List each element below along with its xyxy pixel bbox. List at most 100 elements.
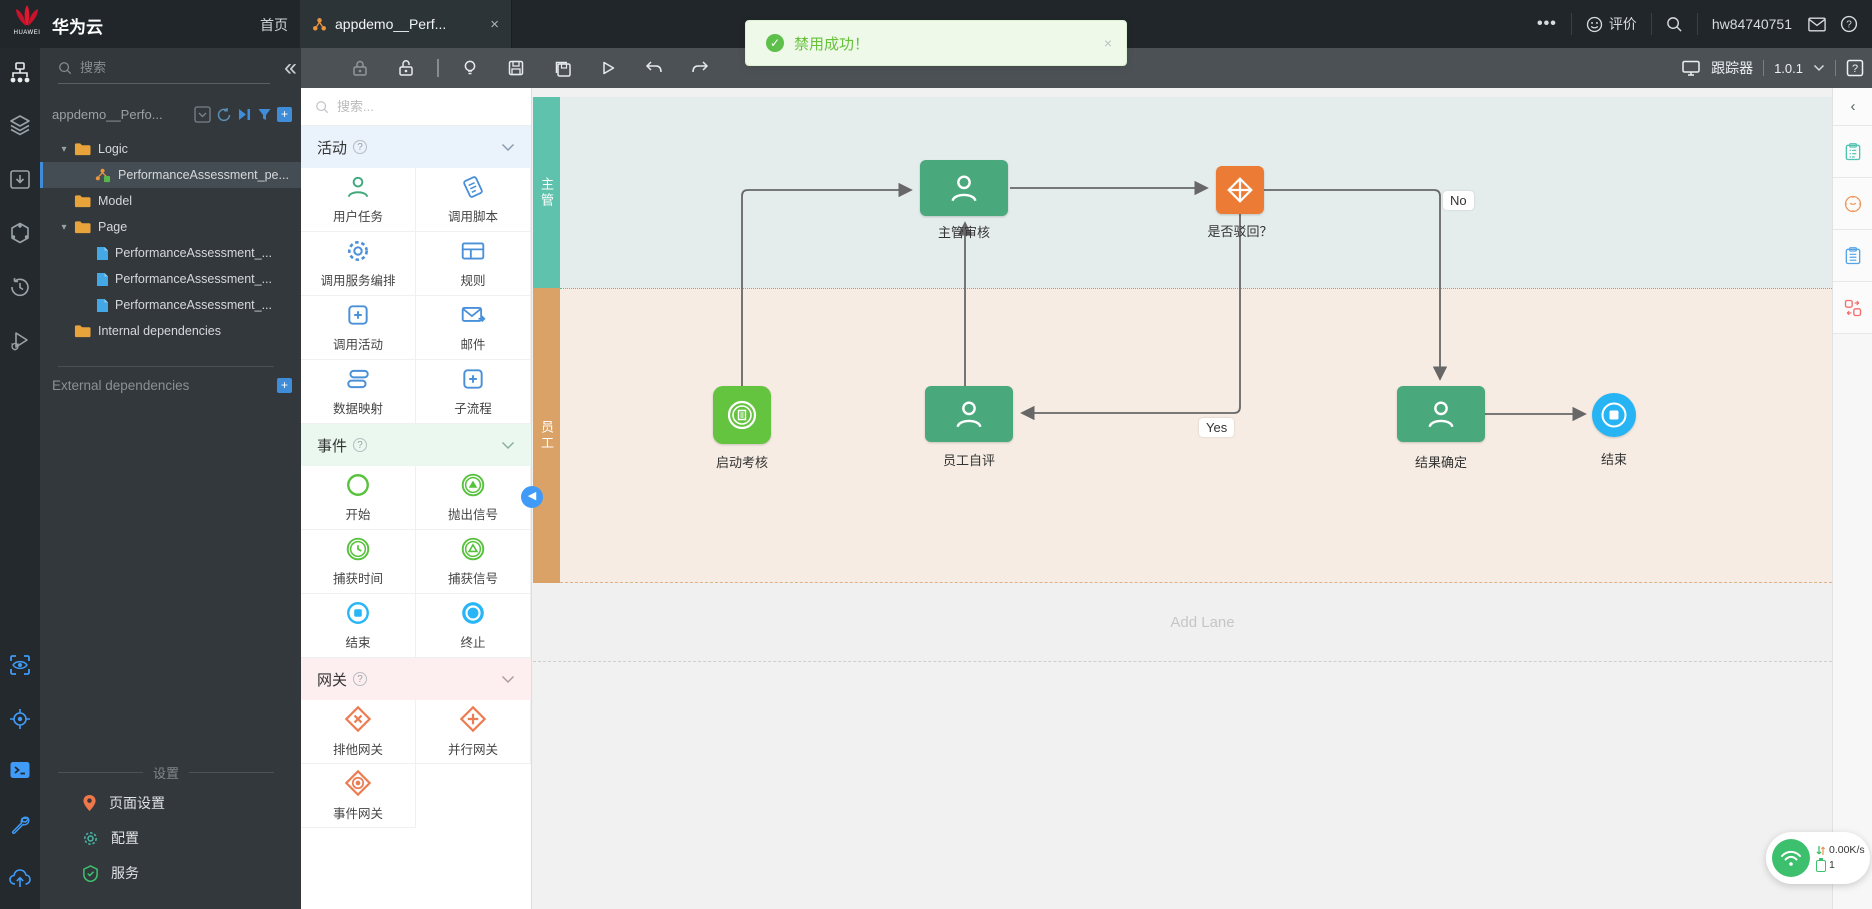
edge-label-no[interactable]: No xyxy=(1443,191,1474,210)
swap-icon[interactable] xyxy=(1833,282,1872,334)
tree-item-page[interactable]: ▾ Page xyxy=(40,214,301,240)
flow-edge[interactable] xyxy=(1020,214,1241,421)
collapse-panel-icon[interactable]: ‹ xyxy=(1833,88,1872,126)
end-event-icon xyxy=(347,602,369,624)
cloud-upload-icon[interactable] xyxy=(8,866,32,890)
tracker-button[interactable]: 跟踪器 xyxy=(1711,60,1754,76)
node-exclusive-gateway[interactable] xyxy=(1216,166,1264,214)
tree-item-page-file[interactable]: PerformanceAssessment_... xyxy=(40,266,301,292)
palette-item-throw-signal[interactable]: 抛出信号 xyxy=(416,466,531,530)
section-gateways[interactable]: 网关? xyxy=(301,658,531,700)
debug-icon[interactable] xyxy=(8,329,32,353)
bulb-icon[interactable] xyxy=(453,54,487,82)
tree-item-label: Page xyxy=(98,220,128,234)
add-lane-button[interactable]: Add Lane xyxy=(533,584,1872,662)
flow-edge[interactable] xyxy=(1264,189,1448,381)
palette-item-catch-timer[interactable]: 捕获时间 xyxy=(301,530,416,594)
lane-employee-bar[interactable]: 员工 xyxy=(533,288,560,583)
package-import-icon[interactable] xyxy=(8,167,32,191)
chevron-down-icon[interactable] xyxy=(1813,64,1825,72)
section-activities[interactable]: 活动? xyxy=(301,126,531,168)
palette-item-call-orchestration[interactable]: 调用服务编排 xyxy=(301,232,416,296)
unlock-icon[interactable] xyxy=(389,54,423,82)
network-status-widget[interactable]: 0.00K/s 1 xyxy=(1766,832,1870,884)
caret-down-icon[interactable]: ▾ xyxy=(61,221,67,233)
home-link[interactable]: 首页 xyxy=(260,17,288,33)
tree-item-page-file[interactable]: PerformanceAssessment_... xyxy=(40,240,301,266)
node-user-task-result[interactable] xyxy=(1397,386,1485,442)
version-label[interactable]: 1.0.1 xyxy=(1774,60,1803,76)
tree-search-input[interactable] xyxy=(80,60,250,75)
save-icon[interactable] xyxy=(499,54,533,82)
wrench-icon[interactable] xyxy=(8,812,32,836)
mail-icon[interactable] xyxy=(1808,17,1826,32)
edge-label-yes[interactable]: Yes xyxy=(1199,418,1235,437)
node-end-event[interactable] xyxy=(1592,393,1636,437)
username[interactable]: hw84740751 xyxy=(1711,16,1792,32)
toast-close-icon[interactable]: × xyxy=(1103,35,1112,51)
history-icon[interactable] xyxy=(8,275,32,299)
search-icon[interactable] xyxy=(1666,16,1683,33)
refresh-icon[interactable] xyxy=(216,107,232,123)
tree-item-logic[interactable]: ▾ Logic xyxy=(40,136,301,162)
run-all-icon[interactable] xyxy=(237,107,252,122)
tree-item-internal-deps[interactable]: Internal dependencies xyxy=(40,318,301,344)
add-icon[interactable]: + xyxy=(277,107,292,122)
palette-collapse-handle[interactable]: ◀ xyxy=(521,486,543,508)
palette-item-start[interactable]: 开始 xyxy=(301,466,416,530)
monitor-icon[interactable] xyxy=(1681,59,1701,77)
palette-item-data-mapping[interactable]: 数据映射 xyxy=(301,360,416,424)
palette-item-end[interactable]: 结束 xyxy=(301,594,416,658)
node-user-task-review[interactable] xyxy=(920,160,1008,216)
palette-item-terminate[interactable]: 终止 xyxy=(416,594,531,658)
palette-item-subprocess[interactable]: 子流程 xyxy=(416,360,531,424)
undo-icon[interactable] xyxy=(637,54,671,82)
services-item[interactable]: 服务 xyxy=(82,863,139,883)
editor-tab[interactable]: appdemo__Perf... × xyxy=(300,0,512,48)
lock-icon[interactable] xyxy=(343,54,377,82)
timer-clock-icon[interactable] xyxy=(1833,178,1872,230)
tree-item-model[interactable]: Model xyxy=(40,188,301,214)
palette-item-rule[interactable]: 规则 xyxy=(416,232,531,296)
more-icon[interactable]: ••• xyxy=(1537,15,1557,32)
section-events[interactable]: 事件? xyxy=(301,424,531,466)
flow-tree-icon[interactable] xyxy=(8,61,32,85)
palette-item-event-gateway[interactable]: 事件网关 xyxy=(301,764,416,828)
layers-icon[interactable] xyxy=(8,113,32,137)
palette-item-parallel-gateway[interactable]: 并行网关 xyxy=(416,700,531,764)
collapse-box-icon[interactable] xyxy=(194,106,211,123)
caret-down-icon[interactable]: ▾ xyxy=(61,143,67,155)
palette-item-catch-signal[interactable]: 捕获信号 xyxy=(416,530,531,594)
palette-search-input[interactable] xyxy=(337,99,497,114)
palette-item-exclusive-gateway[interactable]: 排他网关 xyxy=(301,700,416,764)
palette-item-call-script[interactable]: 调用脚本 xyxy=(416,168,531,232)
page-settings-item[interactable]: 页面设置 xyxy=(82,793,165,813)
palette-item-user-task[interactable]: 用户任务 xyxy=(301,168,416,232)
notes-clipboard-icon[interactable] xyxy=(1833,230,1872,282)
help-square-icon[interactable]: ? xyxy=(1846,59,1864,77)
terminal-icon[interactable] xyxy=(8,758,32,782)
run-icon[interactable] xyxy=(591,54,625,82)
add-external-dep-icon[interactable]: + xyxy=(277,378,292,393)
preview-eye-icon[interactable] xyxy=(8,653,32,677)
locate-target-icon[interactable] xyxy=(8,707,32,731)
redo-icon[interactable] xyxy=(683,54,717,82)
tab-close-icon[interactable]: × xyxy=(490,15,499,33)
help-icon[interactable]: ? xyxy=(1840,15,1858,33)
filter-icon[interactable] xyxy=(257,107,272,122)
palette-item-call-activity[interactable]: 调用活动 xyxy=(301,296,416,360)
flow-edge[interactable] xyxy=(741,182,913,386)
form-clipboard-icon[interactable] xyxy=(1833,126,1872,178)
config-item[interactable]: 配置 xyxy=(82,828,139,848)
node-start-event[interactable] xyxy=(713,386,771,444)
palette-item-mail[interactable]: 邮件 xyxy=(416,296,531,360)
huawei-flower-icon xyxy=(16,5,38,26)
lane-manager-bar[interactable]: 主管 xyxy=(533,97,560,288)
save-all-icon[interactable] xyxy=(545,54,579,82)
api-hexagon-icon[interactable] xyxy=(8,221,32,245)
node-user-task-self-review[interactable] xyxy=(925,386,1013,442)
feedback-button[interactable]: 评价 xyxy=(1586,14,1637,34)
tree-item-page-file[interactable]: PerformanceAssessment_... xyxy=(40,292,301,318)
collapse-panel-left-icon[interactable]: ‹‹ xyxy=(284,54,297,81)
tree-item-flow-selected[interactable]: PerformanceAssessment_pe... xyxy=(40,162,301,188)
